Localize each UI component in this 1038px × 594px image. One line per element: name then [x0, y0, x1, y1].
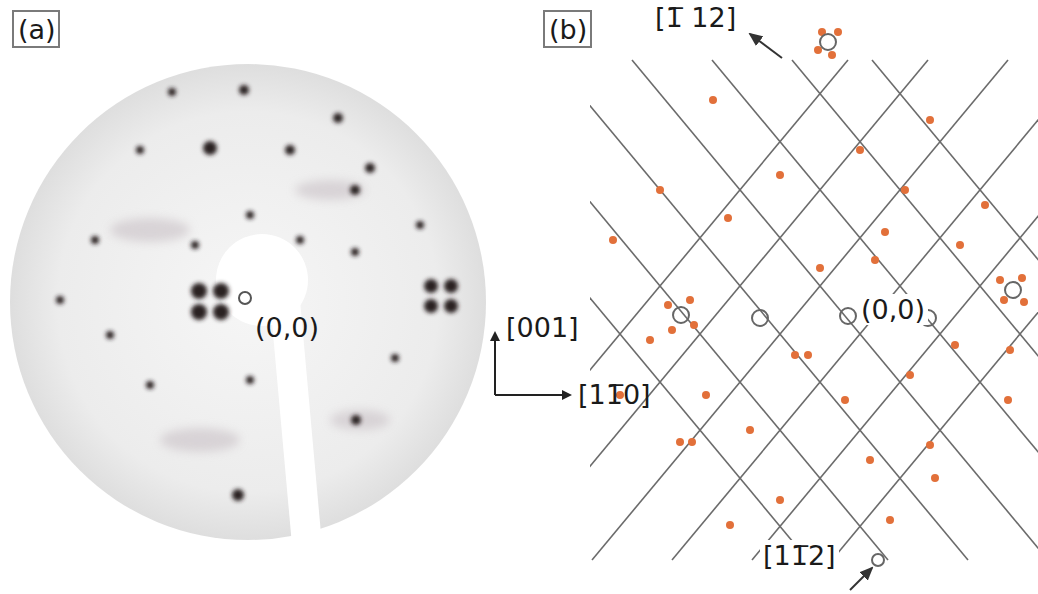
direction-label: [11̅0]	[575, 379, 654, 410]
leed-pattern	[10, 64, 486, 545]
direction-arrows	[750, 34, 872, 590]
direction-label: [11̅2]	[760, 540, 839, 571]
reciprocal-lattice	[590, 60, 1038, 560]
lattice-points	[673, 34, 1021, 566]
spot-markers	[609, 28, 1028, 529]
panel-tag: (a)	[12, 10, 60, 48]
direction-label: [001]	[503, 312, 582, 343]
direction-label: [1̅ 12]	[652, 2, 739, 33]
panel-tag: (b)	[543, 10, 592, 48]
spot-index: (0,0)	[252, 312, 322, 343]
panel-letter: (b)	[549, 14, 590, 45]
spot-index: (0,0)	[858, 294, 928, 325]
panel-letter: (a)	[18, 14, 58, 45]
